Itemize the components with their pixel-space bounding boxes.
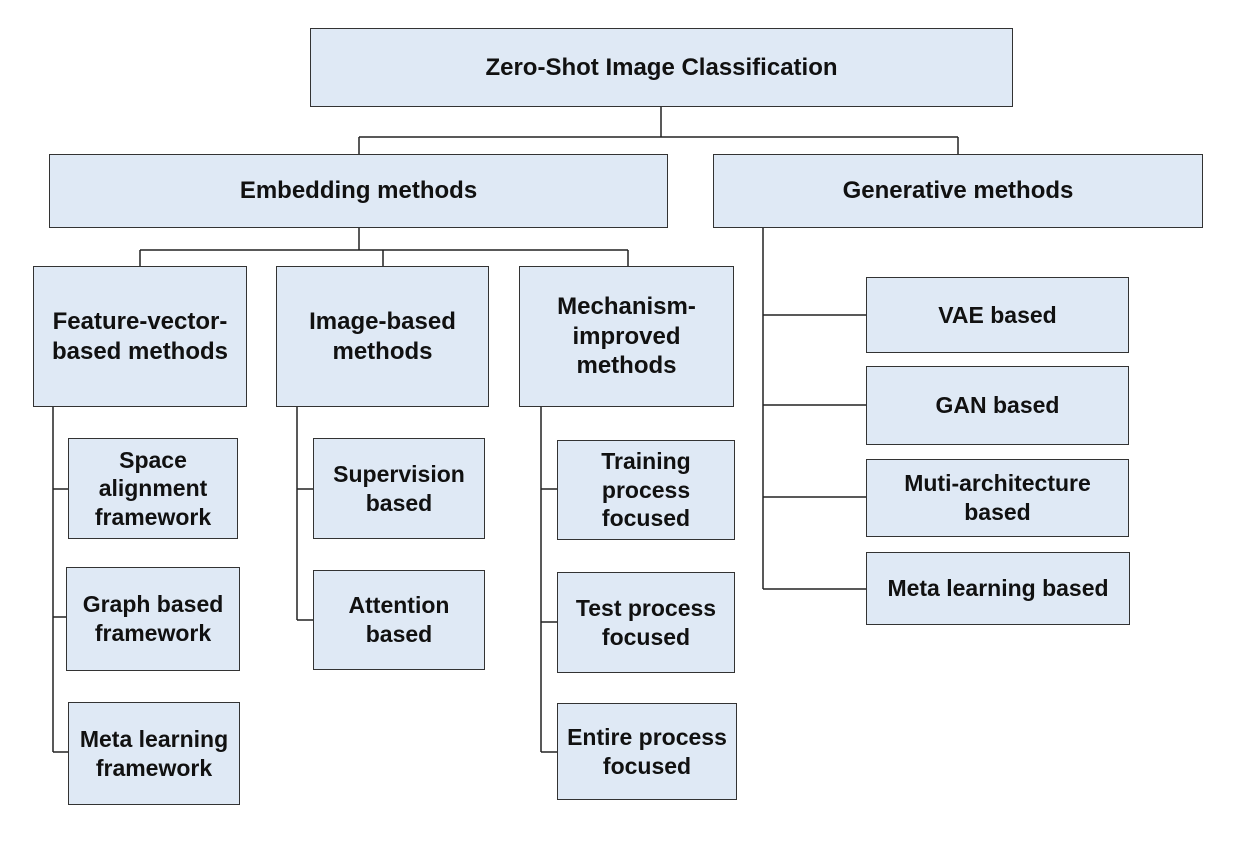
connector-mechanism [540, 407, 557, 753]
test-process-focused-label: Test process focused [575, 594, 717, 650]
root-node: Zero-Shot Image Classification [310, 28, 1013, 107]
attention-based-label: Attention based [348, 592, 450, 647]
mechanism-improved-methods-node: Mechanism-improved methods [519, 266, 734, 407]
root-label: Zero-Shot Image Classification [485, 53, 838, 81]
space-alignment-framework-label: Space alignment framework [94, 446, 212, 530]
vae-based-label: VAE based [938, 301, 1057, 328]
space-alignment-framework-node: Space alignment framework [68, 438, 238, 539]
graph-based-framework-node: Graph based framework [66, 567, 240, 671]
graph-based-framework-label: Graph based framework [82, 591, 224, 646]
connector-embedding [139, 228, 629, 266]
meta-learning-framework-node: Meta learning framework [68, 702, 240, 805]
gan-based-label: GAN based [935, 392, 1060, 419]
supervision-based-node: Supervision based [313, 438, 485, 539]
feature-vector-methods-node: Feature-vector-based methods [33, 266, 247, 407]
test-process-focused-node: Test process focused [557, 572, 735, 673]
entire-process-focused-label: Entire process focused [567, 723, 727, 779]
muti-architecture-based-node: Muti-architecture based [866, 459, 1129, 537]
generative-methods-label: Generative methods [842, 177, 1074, 205]
embedding-methods-label: Embedding methods [239, 177, 478, 205]
connector-feature-vector [52, 407, 68, 753]
training-process-focused-label: Training process focused [601, 448, 691, 532]
connector-generative [762, 228, 866, 590]
connector-root [358, 107, 959, 154]
muti-architecture-based-label: Muti-architecture based [904, 470, 1091, 525]
vae-based-node: VAE based [866, 277, 1129, 353]
attention-based-node: Attention based [313, 570, 485, 670]
image-based-methods-node: Image-based methods [276, 266, 489, 407]
embedding-methods-node: Embedding methods [49, 154, 668, 228]
image-based-methods-label: Image-based methods [309, 307, 456, 365]
generative-methods-node: Generative methods [713, 154, 1203, 228]
mechanism-improved-methods-label: Mechanism-improved methods [557, 292, 696, 380]
feature-vector-methods-label: Feature-vector-based methods [51, 307, 229, 365]
entire-process-focused-node: Entire process focused [557, 703, 737, 800]
meta-learning-based-label: Meta learning based [887, 575, 1109, 602]
supervision-based-label: Supervision based [333, 460, 465, 516]
connector-image-based [296, 407, 313, 621]
meta-learning-based-node: Meta learning based [866, 552, 1130, 625]
meta-learning-framework-label: Meta learning framework [79, 725, 229, 781]
training-process-focused-node: Training process focused [557, 440, 735, 540]
gan-based-node: GAN based [866, 366, 1129, 445]
